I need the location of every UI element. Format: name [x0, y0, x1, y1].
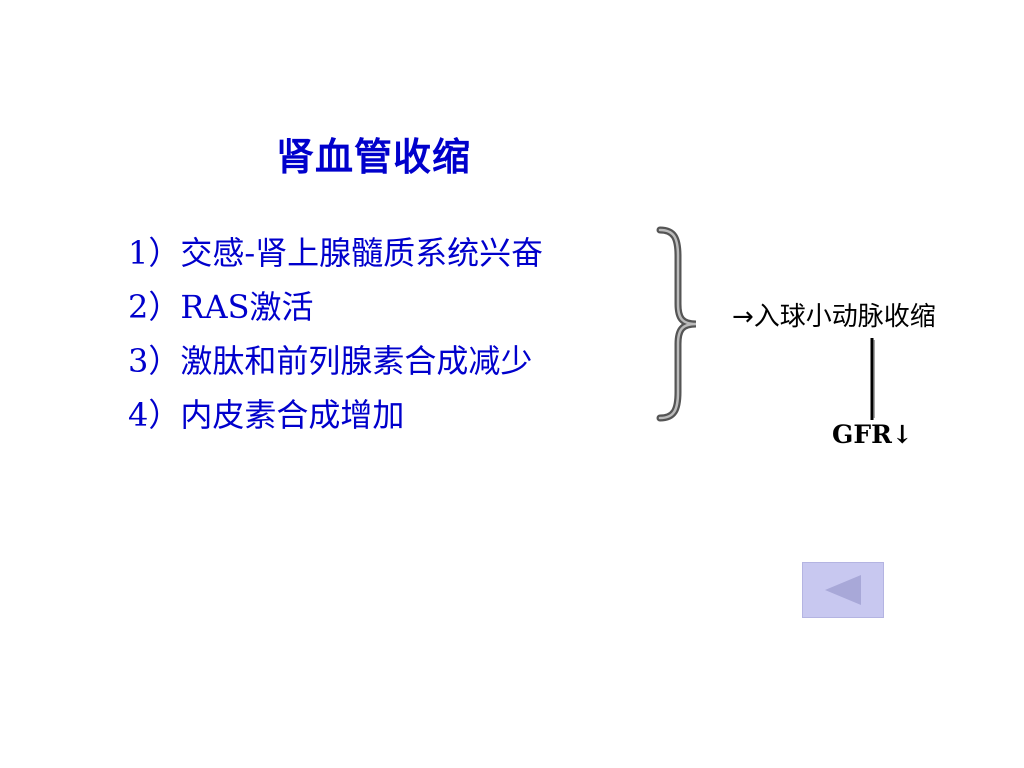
list-item: 4）内皮素合成增加	[128, 396, 405, 434]
result-text: →入球小动脉收缩	[732, 302, 936, 332]
slide-title: 肾血管收缩	[276, 135, 472, 179]
back-button[interactable]	[802, 562, 884, 618]
cause-list: 1）交感-肾上腺髓质系统兴奋 2）RAS激活 3）激肽和前列腺素合成减少 4）内…	[128, 226, 543, 442]
left-triangle-icon	[825, 575, 861, 605]
connector-line	[870, 338, 875, 420]
list-item: 3）激肽和前列腺素合成减少	[128, 342, 533, 380]
gfr-text: GFR↓	[832, 420, 913, 449]
right-curly-brace-icon	[656, 226, 697, 422]
list-item: 1）交感-肾上腺髓质系统兴奋	[128, 234, 544, 272]
list-item: 2）RAS激活	[128, 288, 314, 326]
